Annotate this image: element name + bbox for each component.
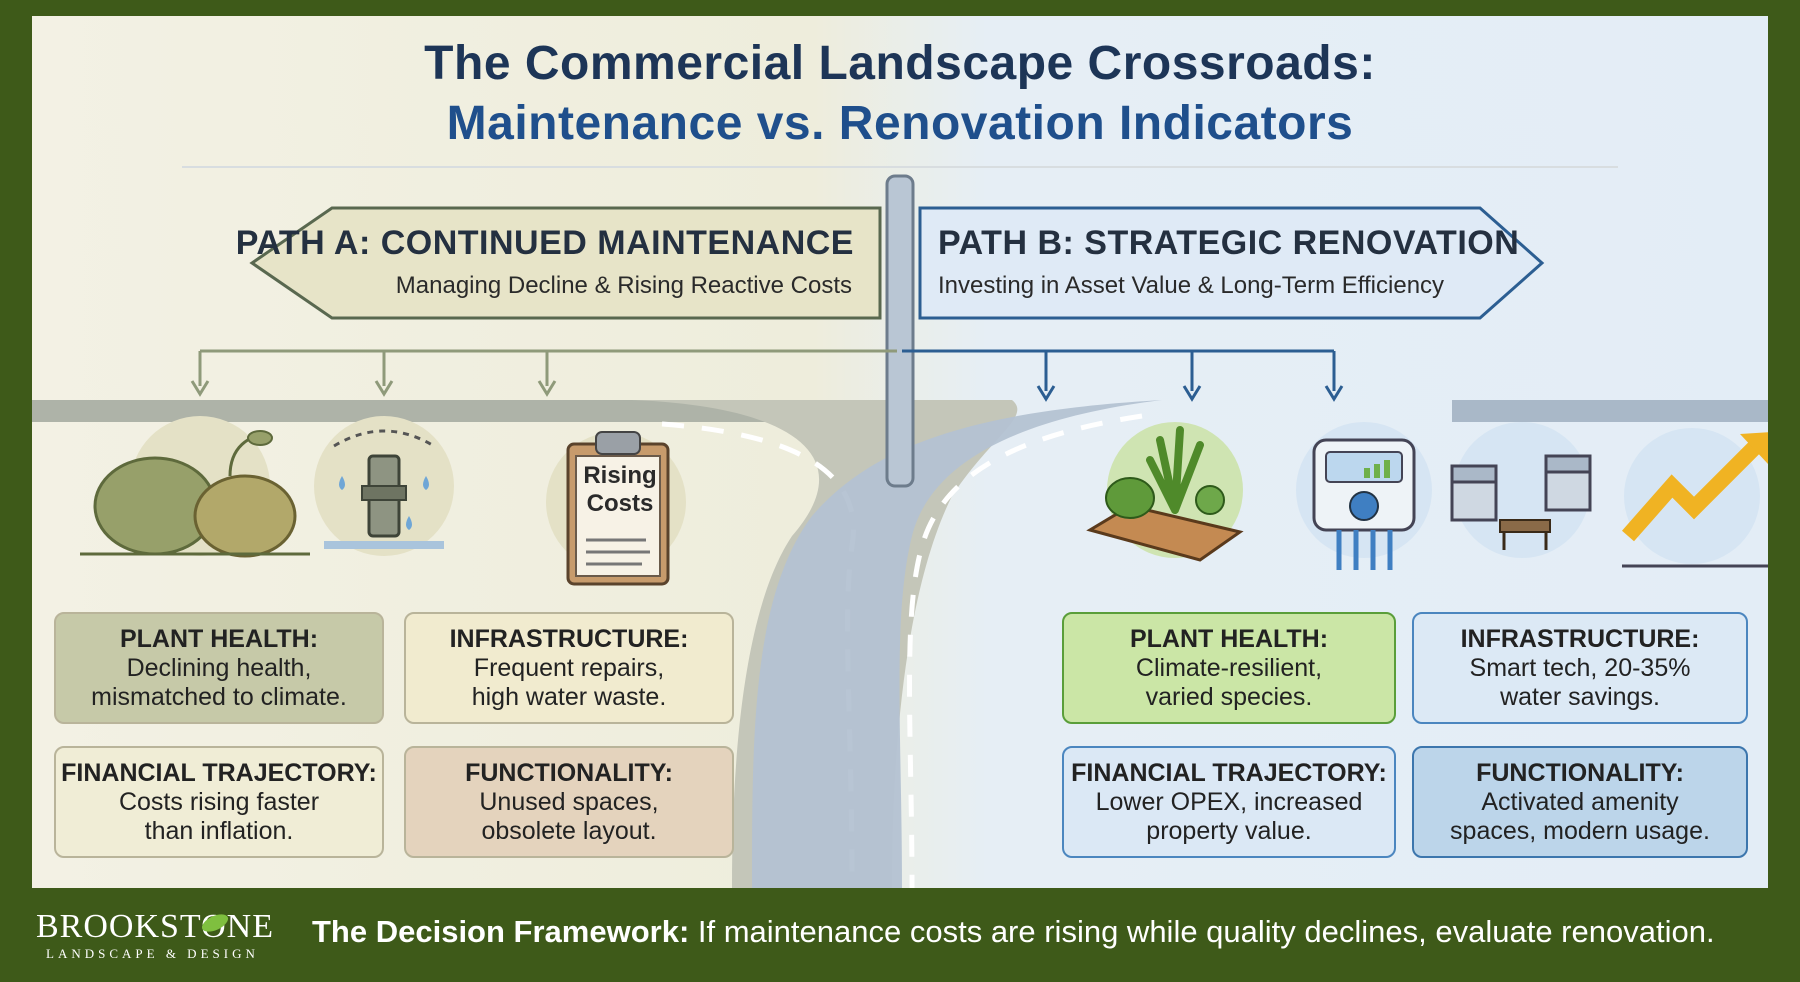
path-a-title: PATH A: CONTINUED MAINTENANCE bbox=[235, 224, 854, 262]
patio-furniture-icon bbox=[1450, 422, 1592, 558]
card-text: Declining health, mismatched to climate. bbox=[91, 653, 347, 711]
path-a-subtitle: Managing Decline & Rising Reactive Costs bbox=[395, 272, 852, 299]
card-title: PLANT HEALTH: bbox=[1129, 624, 1329, 653]
smart-controller-icon bbox=[1296, 422, 1432, 570]
title-divider bbox=[182, 166, 1618, 168]
right-arrowhead-1 bbox=[1036, 385, 1056, 402]
left-horizon-band bbox=[32, 400, 812, 422]
right-arrowhead-3 bbox=[1324, 385, 1344, 402]
path-a-card-infrastructure: INFRASTRUCTURE: Frequent repairs, high w… bbox=[404, 612, 734, 724]
card-text: Activated amenity spaces, modern usage. bbox=[1450, 787, 1710, 845]
card-title: INFRASTRUCTURE: bbox=[449, 624, 689, 653]
path-b-card-functionality: FUNCTIONALITY: Activated amenity spaces,… bbox=[1412, 746, 1748, 858]
card-text: Frequent repairs, high water waste. bbox=[471, 653, 667, 711]
background-illustration bbox=[32, 174, 1768, 888]
path-a-card-plant-health: PLANT HEALTH: Declining health, mismatch… bbox=[54, 612, 384, 724]
clipboard-text: Rising Costs bbox=[583, 462, 657, 517]
card-text: Costs rising faster than inflation. bbox=[118, 787, 320, 845]
card-title: FUNCTIONALITY: bbox=[1476, 758, 1684, 787]
path-b-subtitle: Investing in Asset Value & Long-Term Eff… bbox=[938, 272, 1445, 299]
decision-framework-text: The Decision Framework: If maintenance c… bbox=[312, 914, 1715, 950]
logo-wordmark: BROOKSTONE bbox=[36, 908, 274, 945]
right-road bbox=[752, 400, 1162, 888]
logo-tagline: LANDSCAPE & DESIGN bbox=[46, 946, 259, 961]
path-b-card-plant-health: PLANT HEALTH: Climate-resilient, varied … bbox=[1062, 612, 1396, 724]
shrub-icon bbox=[80, 416, 310, 558]
card-text: Smart tech, 20-35% water savings. bbox=[1469, 653, 1691, 711]
card-text: Lower OPEX, increased property value. bbox=[1095, 787, 1363, 845]
sign-a-board bbox=[249, 206, 882, 320]
title-line-1: The Commercial Landscape Crossroads: bbox=[424, 37, 1376, 90]
title-line-2: Maintenance vs. Renovation Indicators bbox=[446, 97, 1354, 150]
sign-b-board bbox=[918, 206, 1545, 320]
path-a-card-financial-trajectory: FINANCIAL TRAJECTORY: Costs rising faste… bbox=[54, 746, 384, 858]
path-a-card-functionality: FUNCTIONALITY: Unused spaces, obsolete l… bbox=[404, 746, 734, 858]
path-b-card-infrastructure: INFRASTRUCTURE: Smart tech, 20-35% water… bbox=[1412, 612, 1748, 724]
footer-bar: BROOKSTONE LANDSCAPE & DESIGN The Decisi… bbox=[0, 888, 1800, 982]
right-horizon-band bbox=[1452, 400, 1768, 422]
left-arrowhead-2 bbox=[374, 380, 394, 397]
path-b-card-financial-trajectory: FINANCIAL TRAJECTORY: Lower OPEX, increa… bbox=[1062, 746, 1396, 858]
planter-icon bbox=[1086, 422, 1244, 562]
infographic-frame: The Commercial Landscape Crossroads: Mai… bbox=[32, 16, 1768, 888]
card-title: INFRASTRUCTURE: bbox=[1460, 624, 1700, 653]
decision-framework-label: The Decision Framework: bbox=[312, 914, 690, 949]
card-title: FINANCIAL TRAJECTORY: bbox=[61, 758, 377, 787]
card-title: FUNCTIONALITY: bbox=[465, 758, 673, 787]
right-arrowhead-2 bbox=[1182, 385, 1202, 402]
card-text: Climate-resilient, varied species. bbox=[1135, 653, 1323, 711]
clipboard-icon bbox=[546, 431, 686, 586]
card-title: PLANT HEALTH: bbox=[119, 624, 319, 653]
card-text: Unused spaces, obsolete layout. bbox=[479, 787, 659, 845]
leaf-icon bbox=[201, 914, 229, 932]
card-title: FINANCIAL TRAJECTORY: bbox=[1071, 758, 1387, 787]
growth-arrow-icon bbox=[1622, 428, 1768, 568]
signpost bbox=[885, 174, 915, 488]
left-arrowhead-1 bbox=[190, 380, 210, 397]
sprinkler-icon bbox=[314, 416, 454, 556]
path-b-title: PATH B: STRATEGIC RENOVATION bbox=[938, 224, 1520, 262]
left-arrowhead-3 bbox=[537, 380, 557, 397]
right-road-dash bbox=[907, 413, 1143, 888]
decision-framework-body: If maintenance costs are rising while qu… bbox=[689, 914, 1715, 949]
